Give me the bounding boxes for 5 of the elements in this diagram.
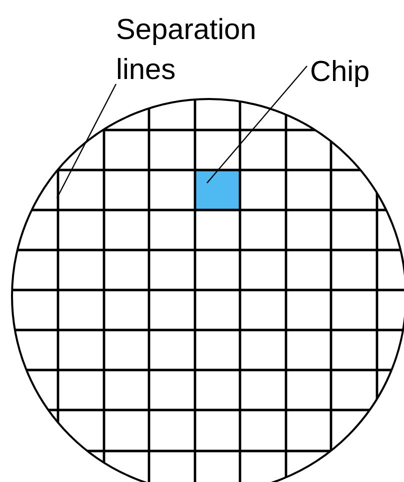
callout-label: Separation lines	[116, 14, 256, 86]
leader-line	[56, 84, 117, 198]
leader-line	[206, 66, 308, 184]
chip-square	[195, 170, 240, 210]
callout-label: Chip	[310, 56, 370, 88]
